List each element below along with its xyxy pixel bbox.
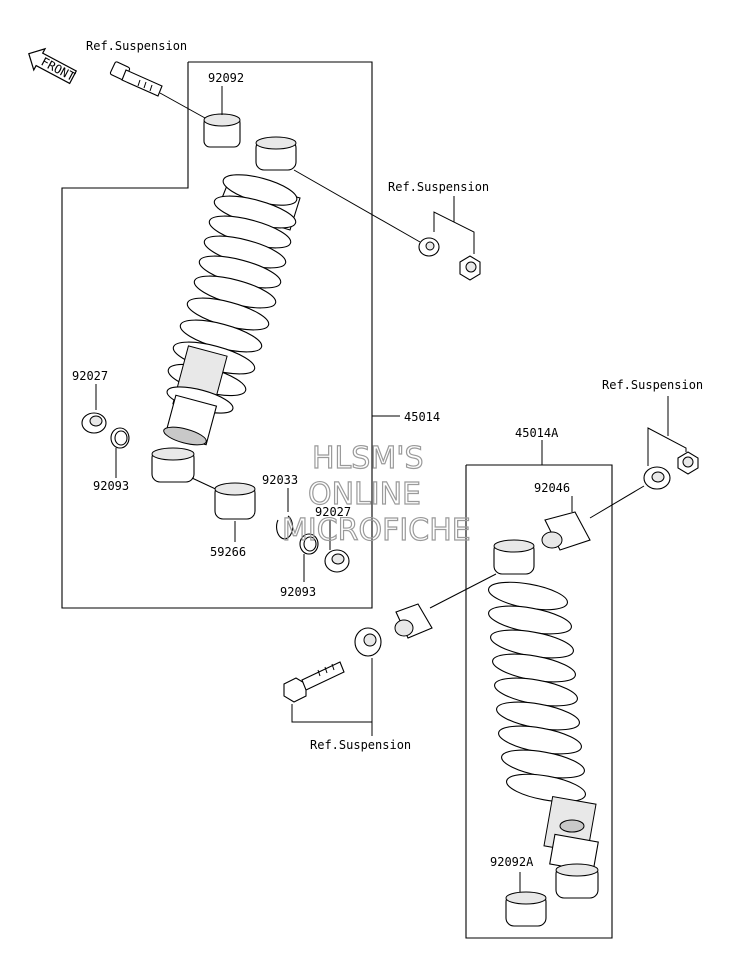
seal-92093-left <box>110 427 130 449</box>
circlip-92033 <box>276 515 294 540</box>
lower-eye-left <box>151 447 195 483</box>
label-45014: 45014 <box>404 410 440 424</box>
collar-92092 <box>203 113 241 148</box>
label-92093-right: 92093 <box>280 585 316 599</box>
label-ref-suspension-upper: Ref.Suspension <box>388 180 489 194</box>
nut-92027-right <box>324 549 350 573</box>
front-arrow-icon: FRONT <box>28 47 77 85</box>
label-92027-right: 92027 <box>315 505 351 519</box>
collar-92046 <box>541 511 591 551</box>
label-92092A: 92092A <box>490 855 534 869</box>
svg-text:HLSM'S: HLSM'S <box>312 441 424 476</box>
upper-eye-right <box>493 539 535 575</box>
label-ref-suspension-right: Ref.Suspension <box>602 378 703 392</box>
seal-92093-right <box>299 533 319 555</box>
front-arrow-label: FRONT <box>39 55 77 84</box>
lower-washer-right-shock <box>354 627 382 657</box>
label-ref-suspension-top-left: Ref.Suspension <box>86 39 187 53</box>
label-59266: 59266 <box>210 545 246 559</box>
lower-eye-right <box>555 863 599 899</box>
label-92027-left: 92027 <box>72 369 108 383</box>
shock-spring-left <box>163 174 301 446</box>
label-92093-left: 92093 <box>93 479 129 493</box>
upper-eye-bushing <box>255 136 297 171</box>
top-mount-bolt <box>109 61 163 97</box>
collar-92092A <box>505 891 547 927</box>
shock-spring-right <box>488 581 599 873</box>
label-ref-suspension-bottom: Ref.Suspension <box>310 738 411 752</box>
watermark: HLSM'S ONLINE MICROFICHE <box>281 440 471 548</box>
svg-text:MICROFICHE: MICROFICHE <box>282 513 471 548</box>
label-45014A: 45014A <box>515 426 559 440</box>
collar-59266 <box>214 482 256 520</box>
label-92033: 92033 <box>262 473 298 487</box>
svg-text:ONLINE: ONLINE <box>308 477 421 512</box>
nut-92027-left <box>81 412 107 434</box>
assembly-frame-45014A <box>465 464 613 939</box>
upper-nut <box>459 255 481 281</box>
label-92092: 92092 <box>208 71 244 85</box>
right-upper-washer <box>643 466 671 490</box>
lower-collar-right-shock <box>394 603 433 639</box>
assembly-frame-45014 <box>61 61 373 609</box>
right-upper-nut <box>677 451 699 475</box>
lower-mount-bolt <box>283 661 345 703</box>
label-92046: 92046 <box>534 481 570 495</box>
upper-washer <box>418 237 440 257</box>
